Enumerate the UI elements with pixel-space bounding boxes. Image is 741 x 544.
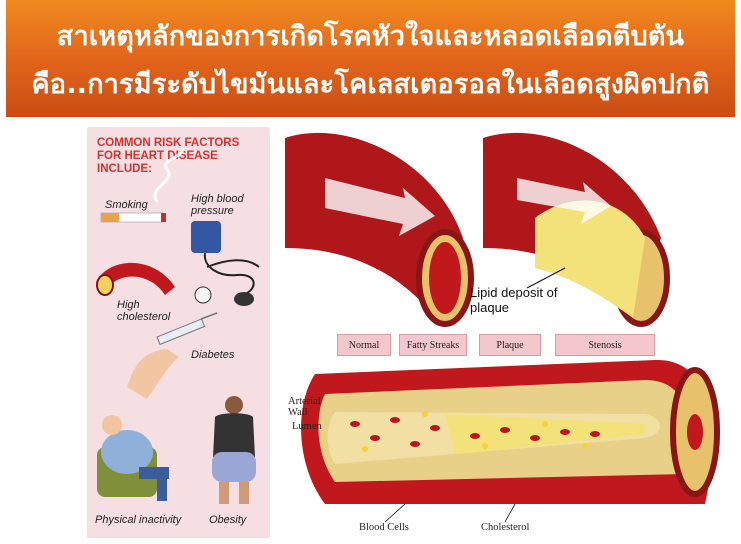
stage-plaque: Plaque bbox=[479, 334, 541, 356]
inactive-person-icon bbox=[97, 415, 169, 501]
flow-arrow-icon bbox=[325, 178, 435, 236]
label-cholesterol: Cholesterol bbox=[481, 522, 530, 533]
normal-artery-illustration bbox=[285, 132, 474, 327]
risk-illustrations bbox=[96, 146, 260, 504]
stage-fatty-streaks: Fatty Streaks bbox=[399, 334, 467, 356]
cholesterol-artery-icon bbox=[96, 262, 175, 296]
smoke-icon bbox=[153, 146, 184, 203]
obese-person-icon bbox=[212, 396, 256, 504]
cigarette-icon bbox=[100, 212, 166, 223]
banner-line-1: สาเหตุหลักของการเกิดโรคหัวใจและหลอดเลือด… bbox=[56, 21, 685, 52]
flow-arrow-icon bbox=[517, 178, 611, 224]
syringe-icon bbox=[127, 312, 218, 399]
plaque-artery-illustration bbox=[483, 132, 670, 327]
label-physical-inactivity: Physical inactivity bbox=[95, 514, 182, 526]
banner-line-2: คือ..การมีระดับไขมันและโคเลสเตอรอลในเลือ… bbox=[31, 69, 710, 100]
cholesterol-particles bbox=[362, 411, 588, 452]
stage-normal: Normal bbox=[337, 334, 391, 356]
label-lumen: Lumen bbox=[292, 421, 322, 432]
artery-progression-illustration bbox=[301, 359, 720, 523]
stage-stenosis: Stenosis bbox=[555, 334, 655, 356]
label-smoking: Smoking bbox=[105, 199, 148, 211]
blood-cells bbox=[350, 417, 600, 447]
label-diabetes: Diabetes bbox=[191, 349, 235, 361]
risk-heading: COMMON RISK FACTORS FOR HEART DISEASE IN… bbox=[97, 137, 240, 175]
artery-cross-sections bbox=[285, 132, 670, 327]
label-obesity: Obesity bbox=[209, 514, 247, 526]
risk-factors-panel: COMMON RISK FACTORS FOR HEART DISEASE IN… bbox=[87, 127, 270, 538]
blood-pressure-cuff-icon bbox=[191, 221, 260, 306]
title-banner: สาเหตุหลักของการเกิดโรคหัวใจและหลอดเลือด… bbox=[6, 0, 735, 117]
label-blood-cells: Blood Cells bbox=[359, 522, 409, 533]
